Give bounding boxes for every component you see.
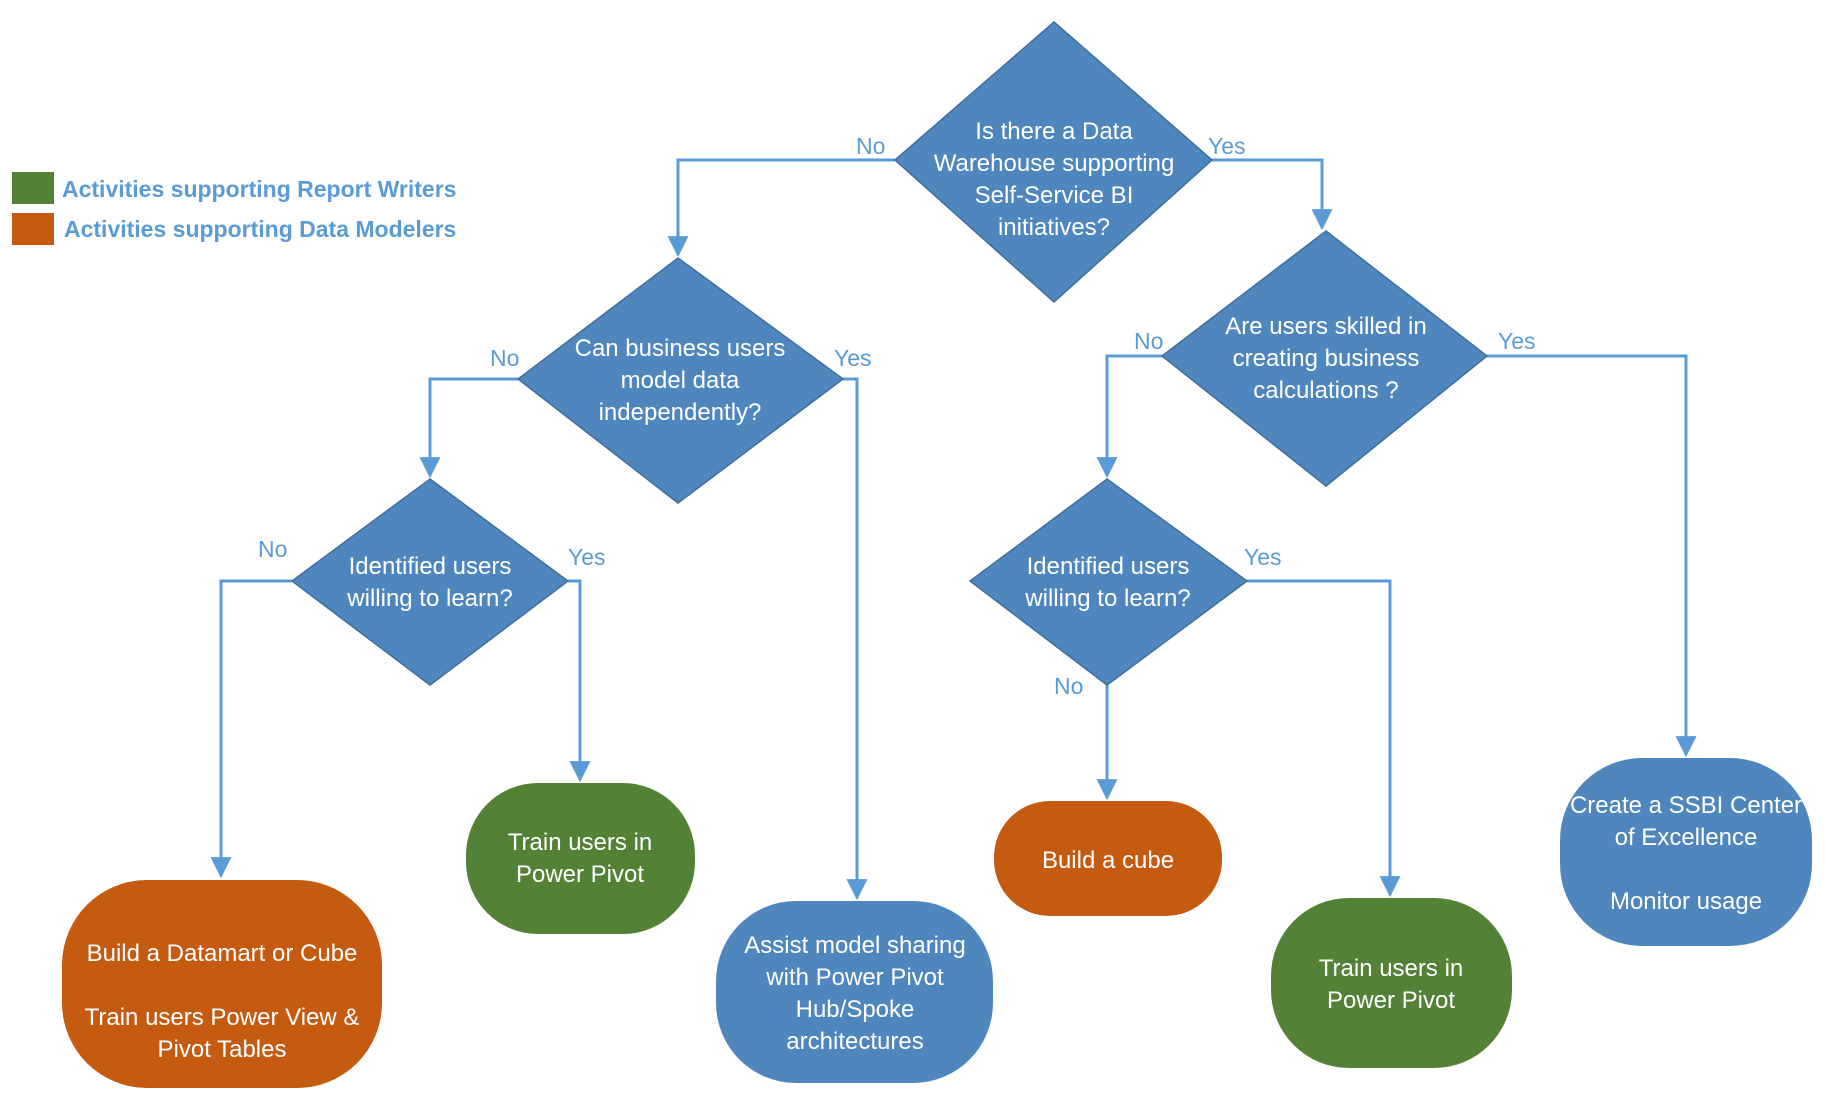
outcome-train-right: Train users in Power Pivot (1271, 898, 1512, 1068)
connector-model-no (419, 377, 518, 479)
connector-learn-left-no (210, 579, 292, 879)
node-text-line: Train users in (508, 829, 653, 856)
legend: Activities supporting Report Writers Act… (12, 172, 456, 245)
decision-model-data: Can business users model data independentl… (516, 257, 845, 504)
decision-learn-left: Identified users willing to learn? (290, 478, 570, 686)
node-text-line: Power Pivot (516, 861, 644, 888)
node-text-line: willing to learn? (346, 585, 512, 612)
node-text-line: Train users in (1319, 955, 1464, 982)
label-dw-no: No (856, 133, 885, 159)
connector-learn-right-yes (1247, 579, 1401, 898)
decision-model-data-shape (516, 257, 845, 504)
node-text-line: Pivot Tables (158, 1036, 287, 1063)
label-learn-right-no: No (1054, 673, 1083, 699)
outcome-datamart-shape (62, 880, 382, 1088)
connectors (210, 158, 1697, 901)
decision-learn-left-text: Identified users willing to learn? (346, 553, 512, 612)
node-text-line: independently? (599, 399, 762, 426)
connector-skilled-no (1096, 354, 1162, 479)
node-text-line: Warehouse supporting (934, 150, 1175, 177)
label-model-yes: Yes (834, 345, 872, 371)
connector-dw-yes (1212, 158, 1333, 231)
outcome-train-right-text: Train users in Power Pivot (1319, 955, 1464, 1014)
label-dw-yes: Yes (1208, 133, 1246, 159)
connector-learn-left-yes (568, 579, 591, 783)
node-text-line: architectures (786, 1028, 923, 1055)
node-text-line: Create a SSBI Center (1570, 792, 1802, 819)
decision-skilled-text: Are users skilled in creating business cal… (1225, 313, 1426, 404)
outcome-cube-shape (994, 801, 1222, 916)
edge-labels: No Yes No Yes No Yes No Yes No Yes (258, 133, 1536, 699)
node-text-line: Is there a Data (975, 118, 1133, 145)
label-learn-left-no: No (258, 536, 287, 562)
label-skilled-no: No (1134, 328, 1163, 354)
node-text-line: Build a Datamart or Cube (87, 940, 358, 967)
label-model-no: No (490, 345, 519, 371)
outcome-assist-shape (716, 901, 993, 1083)
connector-dw-no (667, 158, 895, 258)
node-text-line: model data (621, 367, 740, 394)
node-text-line: Are users skilled in (1225, 313, 1426, 340)
node-text-line: Identified users (1027, 553, 1190, 580)
label-learn-right-yes: Yes (1244, 544, 1282, 570)
node-text-line: Identified users (349, 553, 512, 580)
decision-data-warehouse-shape (893, 21, 1214, 304)
node-text-line: initiatives? (998, 214, 1110, 241)
label-skilled-yes: Yes (1498, 328, 1536, 354)
outcome-train-left-text: Train users in Power Pivot (508, 829, 653, 888)
node-text-line: Assist model sharing (744, 932, 965, 959)
decision-learn-right-text: Identified users willing to learn? (1024, 553, 1190, 612)
node-text-line: Train users Power View & (85, 1004, 360, 1031)
outcome-ssbi-shape (1560, 758, 1812, 946)
node-text-line: Hub/Spoke (796, 996, 915, 1023)
decision-learn-right: Identified users willing to learn? (968, 478, 1249, 686)
outcome-cube-text: Build a cube (1042, 847, 1174, 874)
node-text-line: calculations ? (1253, 377, 1398, 404)
decision-learn-right-shape (968, 478, 1249, 686)
node-text-line: with Power Pivot (765, 964, 944, 991)
legend-swatch-data-modelers (12, 213, 54, 245)
outcome-cube: Build a cube (994, 801, 1222, 916)
decision-learn-left-shape (290, 478, 570, 686)
connector-model-yes (843, 377, 868, 901)
legend-label-data-modelers: Activities supporting Data Modelers (64, 216, 456, 242)
outcome-train-right-shape (1271, 898, 1512, 1068)
node-text-line: willing to learn? (1024, 585, 1190, 612)
node-text-line: Monitor usage (1610, 888, 1762, 915)
connector-skilled-yes (1487, 354, 1697, 758)
decision-skilled-shape (1160, 230, 1489, 487)
node-text-line: Build a cube (1042, 847, 1174, 874)
outcome-train-left-shape (466, 783, 695, 934)
label-learn-left-yes: Yes (568, 544, 606, 570)
node-text-line: Power Pivot (1327, 987, 1455, 1014)
decision-skilled: Are users skilled in creating business cal… (1160, 230, 1489, 487)
node-text-line: Can business users (575, 335, 786, 362)
node-text-line: Self-Service BI (975, 182, 1134, 209)
legend-label-report-writers: Activities supporting Report Writers (62, 176, 456, 202)
node-text-line: of Excellence (1615, 824, 1758, 851)
decision-model-data-text: Can business users model data independentl… (575, 335, 786, 426)
outcome-train-left: Train users in Power Pivot (466, 783, 695, 934)
legend-swatch-report-writers (12, 172, 54, 204)
node-text-line: creating business (1233, 345, 1420, 372)
